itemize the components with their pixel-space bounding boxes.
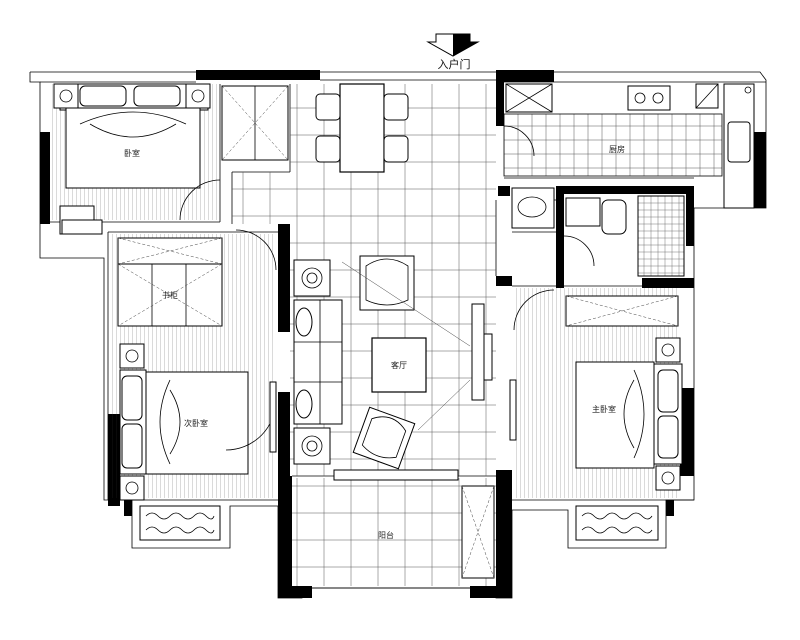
entry-arrow-icon	[426, 33, 480, 57]
wardrobe-top	[221, 85, 289, 161]
entrance-label: 入户门	[438, 57, 471, 71]
room-label-master-bedroom: 主卧室	[592, 404, 616, 414]
room-label-study: 书柜	[162, 290, 178, 300]
master-bedroom: 主卧室	[509, 289, 683, 491]
kitchen-fixtures: 厨房	[503, 83, 755, 209]
room-label-bedroom-top-left: 卧室	[124, 148, 140, 158]
planter-right	[575, 505, 659, 541]
room-label-kitchen: 厨房	[609, 144, 625, 154]
dining-table	[315, 83, 409, 173]
planter-left	[139, 505, 221, 541]
room-label-bedroom-bottom-left: 次卧室	[184, 418, 208, 428]
kitchen-tiles	[503, 113, 723, 177]
room-label-balcony: 阳台	[378, 530, 394, 540]
room-label-living: 客厅	[391, 360, 407, 370]
living-room-furniture: 客厅	[293, 255, 493, 470]
bathroom	[511, 187, 685, 277]
bedroom-top-left: 卧室	[53, 83, 221, 235]
balcony: 阳台	[333, 469, 495, 579]
bedroom-bottom-left: 次卧室	[119, 229, 277, 501]
storage-cabinets: 书柜	[117, 237, 223, 327]
